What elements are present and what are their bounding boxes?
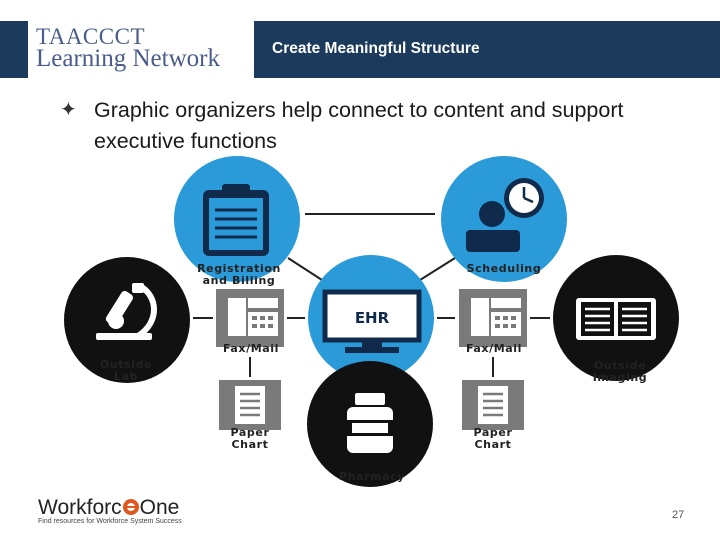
node-paper-chart-right: Paper Chart	[462, 380, 524, 451]
monitor-icon	[322, 289, 422, 353]
node-scheduling: Scheduling	[441, 156, 567, 282]
pharmacy-label: Pharmacy	[339, 470, 405, 483]
microscope-icon	[96, 283, 157, 340]
node-ehr: EHR	[308, 255, 434, 381]
slide-title: Create Meaningful Structure	[272, 40, 480, 57]
paper-left-label-1: Paper	[231, 426, 270, 439]
node-registration-billing: Registration and Billing	[174, 156, 300, 287]
lab-circle	[64, 257, 190, 383]
lab-label-2: Lab	[114, 370, 138, 383]
paper-right-label-2: Chart	[474, 438, 511, 451]
node-outside-imaging: Outside Imaging	[553, 255, 679, 384]
page-number: 27	[672, 509, 685, 521]
book-icon	[576, 298, 656, 340]
connector-registration-ehr	[287, 257, 323, 281]
document-icon-left	[235, 386, 265, 424]
paper-left-label-2: Chart	[231, 438, 268, 451]
imaging-label-2: Imaging	[593, 371, 648, 384]
fax-machine-icon-right	[471, 298, 521, 336]
clipboard-icon	[203, 184, 269, 256]
connector-scheduling-ehr	[419, 257, 456, 281]
paper-right-label-1: Paper	[474, 426, 513, 439]
brand-tagline: Find resources for Workforce System Succ…	[38, 518, 182, 525]
scheduling-label: Scheduling	[467, 262, 542, 275]
node-outside-lab: Outside Lab	[64, 257, 190, 383]
clock-person-icon	[466, 178, 544, 252]
fax-machine-icon-left	[228, 298, 278, 336]
fax-left-label: Fax/Mail	[223, 342, 279, 355]
bullet-star-icon: ✦	[60, 99, 77, 121]
logo-line-1: TAACCCT	[36, 24, 145, 49]
fax-right-label: Fax/Mail	[466, 342, 522, 355]
node-fax-right: Fax/Mail	[459, 289, 527, 355]
registration-label-1: Registration	[197, 262, 281, 275]
globe-e-icon	[122, 499, 139, 515]
ehr-label: EHR	[355, 309, 390, 327]
workforce-one-logo: Workforc One	[38, 496, 179, 520]
registration-label-2: and Billing	[203, 274, 276, 287]
taaccct-logo: TAACCCT Learning Network	[28, 21, 254, 78]
connector-lines	[193, 213, 550, 377]
brand-part-a: Workforc	[38, 496, 122, 519]
brand-part-b: One	[139, 496, 180, 519]
lab-label-1: Outside	[100, 358, 152, 371]
pill-bottle-icon	[347, 393, 393, 453]
imaging-label-1: Outside	[594, 359, 646, 372]
node-pharmacy: Pharmacy	[307, 361, 433, 487]
node-fax-left: Fax/Mail	[216, 289, 284, 355]
logo-line-2: Learning Network	[36, 45, 220, 72]
node-paper-chart-left: Paper Chart	[219, 380, 281, 451]
bullet-text: Graphic organizers help connect to conte…	[94, 98, 624, 153]
document-icon-right	[478, 386, 508, 424]
